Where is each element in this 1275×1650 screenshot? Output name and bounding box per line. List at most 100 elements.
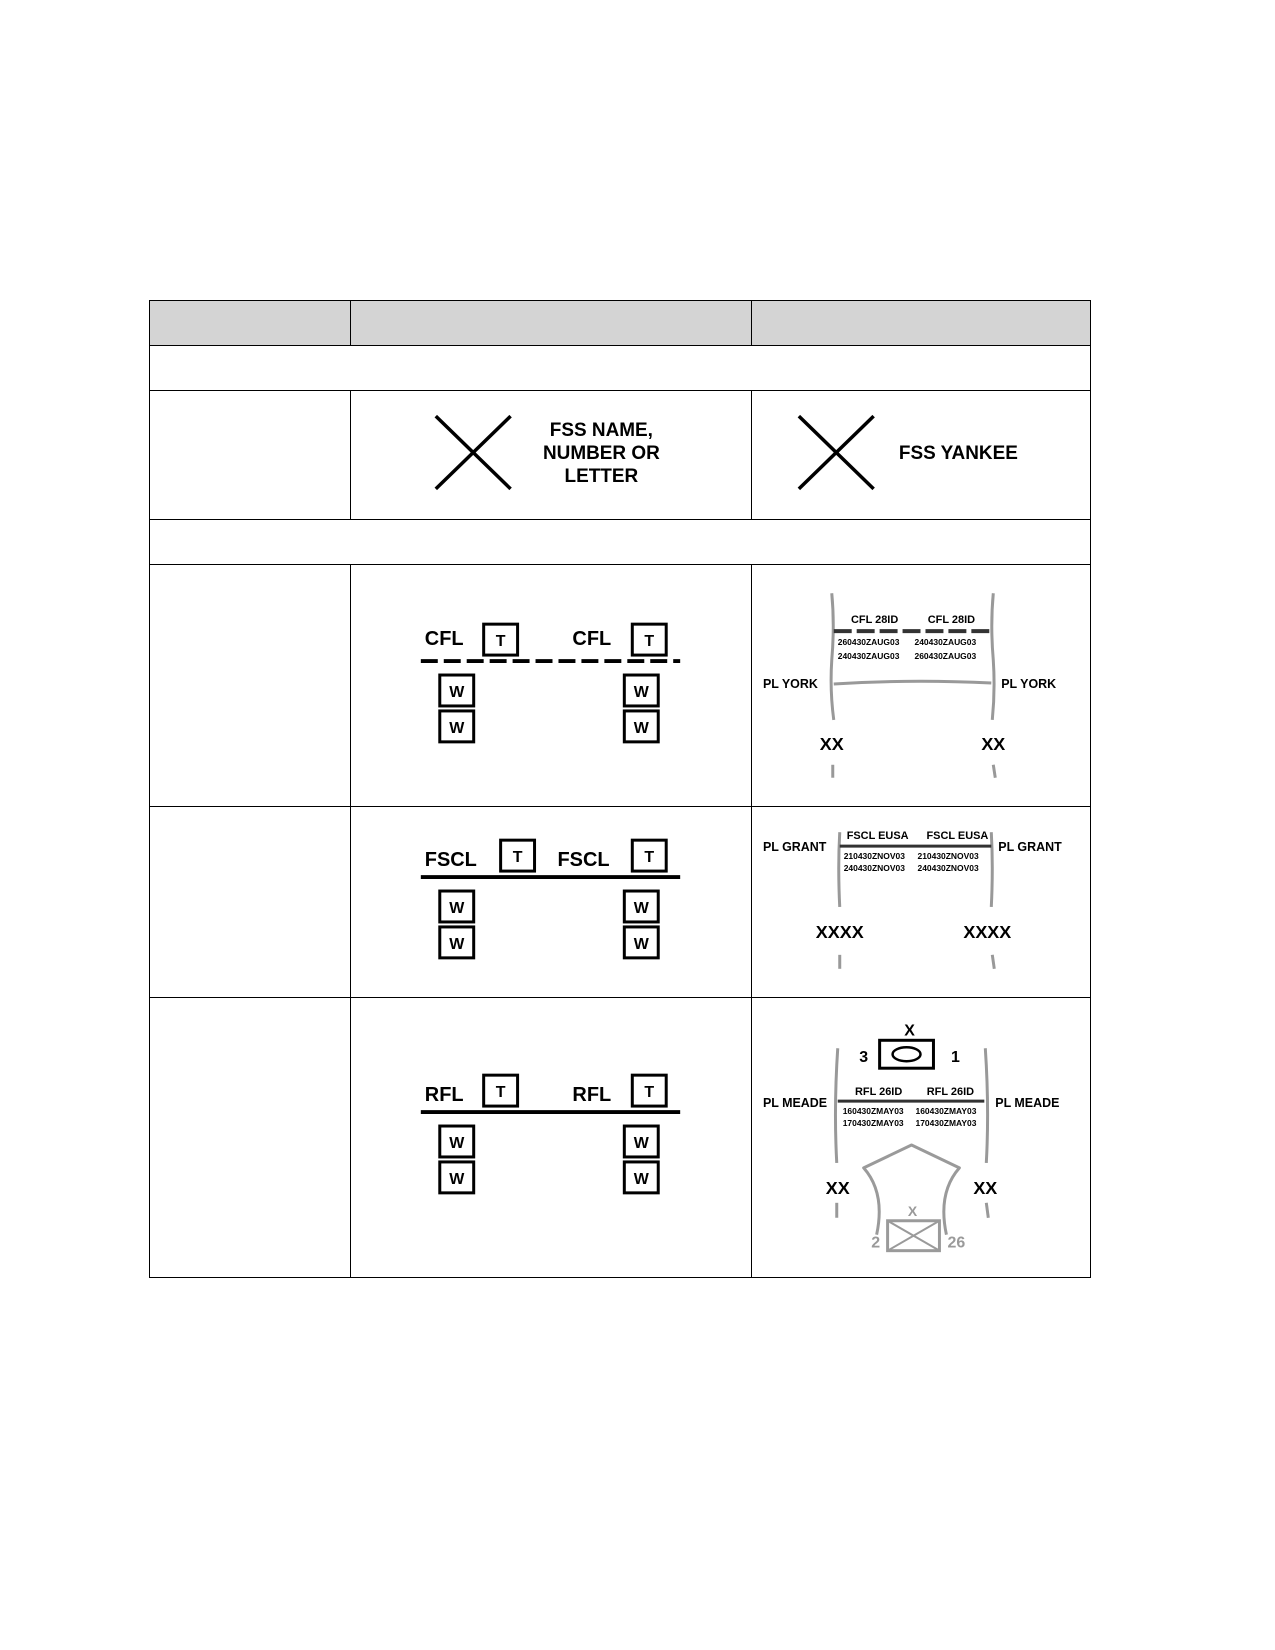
box-t-left-label: T: [496, 633, 506, 650]
header-cell-3: [751, 300, 1091, 346]
attack-arrow-icon: [862, 1143, 961, 1236]
fscl-dtg-right-1: 210430ZNOV03: [918, 851, 979, 861]
header-row: [149, 300, 1091, 346]
cfl-dtg-left-2: 240430ZAUG03: [838, 651, 900, 661]
rfl-bottom-left-num: 2: [871, 1235, 880, 1252]
box-w-right-2-label: W: [634, 720, 650, 737]
cfl-example-symbol: CFL 28ID CFL 28ID 260430ZAUG03 240430ZAU…: [763, 593, 1056, 778]
box-w-left-2: [438, 709, 476, 744]
box-w-left-2-label: W: [449, 936, 465, 953]
row-label-cell: [149, 390, 351, 520]
box-t-right: [630, 1073, 668, 1108]
rfl-template-symbol: RFL T RFL T W W W W: [420, 1073, 681, 1195]
rfl-example-cell: X 3 1 RFL 26ID RFL 26ID 160430ZMAY03 160…: [751, 997, 1091, 1278]
fss-example-cell: FSS YANKEE: [751, 390, 1091, 520]
box-w-right-2: [622, 1160, 660, 1195]
phase-line: [833, 679, 992, 686]
cfl-dtg-left-1: 260430ZAUG03: [838, 637, 900, 647]
box-t-right: [630, 838, 668, 873]
fss-template-label-line-1: FSS NAME,: [550, 420, 653, 441]
infantry-unit-icon: [886, 1219, 941, 1253]
rfl-dtg-right-2: 170430ZMAY03: [916, 1118, 977, 1128]
box-t-left-label: T: [496, 1084, 506, 1101]
box-t-right-label: T: [644, 849, 654, 866]
boundary-right-tail: [984, 1202, 990, 1218]
cfl-template-label-left: CFL: [425, 628, 464, 650]
fscl-example-cell: FSCL EUSA FSCL EUSA 210430ZNOV03 210430Z…: [751, 806, 1091, 998]
box-w-right-2-label: W: [634, 936, 650, 953]
fscl-template-label-right: FSCL: [557, 849, 609, 871]
fscl-unit-right: FSCL EUSA: [926, 830, 988, 842]
box-w-left-1: [438, 673, 476, 708]
box-w-left-2: [438, 925, 476, 960]
rfl-dtg-left-2: 170430ZMAY03: [843, 1118, 904, 1128]
fss-template-label-line-3: LETTER: [565, 466, 639, 487]
box-t-left: [482, 622, 520, 657]
cfl-template-symbol: CFL T CFL T W W W W: [420, 622, 681, 744]
fscl-echelon-left: XXXX: [816, 922, 864, 942]
box-w-right-1-label: W: [634, 1135, 650, 1152]
cfl-pl-right: PL YORK: [1001, 677, 1056, 691]
box-w-right-2: [622, 709, 660, 744]
symbol-table: FSS NAME, NUMBER OR LETTER FSS YANKEE CF…: [149, 300, 1091, 1278]
box-w-right-1: [622, 673, 660, 708]
boundary-right: [983, 1048, 990, 1164]
row-label-cell: [149, 564, 351, 807]
table-row-fss: FSS NAME, NUMBER OR LETTER FSS YANKEE: [149, 390, 1091, 520]
rfl-pl-left: PL MEADE: [763, 1096, 827, 1110]
section-row-2: [149, 519, 1091, 565]
rfl-pl-right: PL MEADE: [995, 1096, 1059, 1110]
boundary-left: [829, 593, 836, 721]
boundary-right-tail: [990, 954, 996, 970]
x-mark-icon: [434, 414, 512, 491]
cfl-unit-left: CFL 28ID: [851, 614, 898, 626]
box-w-left-2: [438, 1160, 476, 1195]
box-w-right-1: [622, 1124, 660, 1159]
cfl-example-cell: CFL 28ID CFL 28ID 260430ZAUG03 240430ZAU…: [751, 564, 1091, 807]
rfl-dtg-right-1: 160430ZMAY03: [916, 1106, 977, 1116]
fscl-template-cell: FSCL T FSCL T W W W W: [350, 806, 752, 998]
box-w-right-1-label: W: [634, 900, 650, 917]
rfl-template-cell: RFL T RFL T W W W W: [350, 997, 752, 1278]
table-row-cfl: CFL T CFL T W W W W: [149, 564, 1091, 807]
box-t-left-label: T: [513, 849, 523, 866]
fscl-dtg-left-1: 210430ZNOV03: [844, 851, 905, 861]
box-t-right-label: T: [644, 633, 654, 650]
table-row-rfl: RFL T RFL T W W W W: [149, 997, 1091, 1278]
cfl-dtg-right-1: 240430ZAUG03: [915, 637, 977, 647]
fscl-dtg-right-2: 240430ZNOV03: [918, 863, 979, 873]
cfl-echelon-right: XX: [981, 734, 1005, 754]
rfl-unit-right: RFL 26ID: [927, 1086, 974, 1098]
rfl-template-label-left: RFL: [425, 1084, 464, 1106]
rfl-template-label-right: RFL: [572, 1084, 611, 1106]
cfl-dtg-right-2: 260430ZAUG03: [915, 651, 977, 661]
box-t-left: [499, 838, 537, 873]
boundary-left: [837, 832, 842, 908]
fscl-template-symbol: FSCL T FSCL T W W W W: [420, 838, 681, 960]
header-cell-1: [149, 300, 351, 346]
rfl-echelon-right: XX: [973, 1178, 997, 1198]
rfl-top-left-num: 3: [859, 1049, 868, 1066]
cfl-echelon-left: XX: [820, 734, 844, 754]
rfl-example-symbol: X 3 1 RFL 26ID RFL 26ID 160430ZMAY03 160…: [763, 1022, 1059, 1253]
infantry-cross-2: [887, 1219, 940, 1252]
rfl-echelon-left: XX: [826, 1178, 850, 1198]
boundary-right: [990, 593, 996, 721]
boundary-right-tail: [991, 764, 997, 778]
box-w-left-1-label: W: [449, 1135, 465, 1152]
fscl-unit-left: FSCL EUSA: [847, 830, 909, 842]
box-t-left: [482, 1073, 520, 1108]
x-mark-icon: [797, 414, 875, 491]
box-t-right-label: T: [644, 1084, 654, 1101]
box-w-left-2-label: W: [449, 1171, 465, 1188]
box-w-left-1-label: W: [449, 900, 465, 917]
rfl-bottom-right-num: 26: [948, 1235, 966, 1252]
box-w-left-2-label: W: [449, 720, 465, 737]
cfl-template-cell: CFL T CFL T W W W W: [350, 564, 752, 807]
box-w-right-2-label: W: [634, 1171, 650, 1188]
fscl-pl-right: PL GRANT: [998, 840, 1062, 854]
box-w-right-1: [622, 889, 660, 924]
box-w-right-1-label: W: [634, 684, 650, 701]
boundary-right: [989, 832, 994, 908]
fscl-pl-left: PL GRANT: [763, 840, 827, 854]
